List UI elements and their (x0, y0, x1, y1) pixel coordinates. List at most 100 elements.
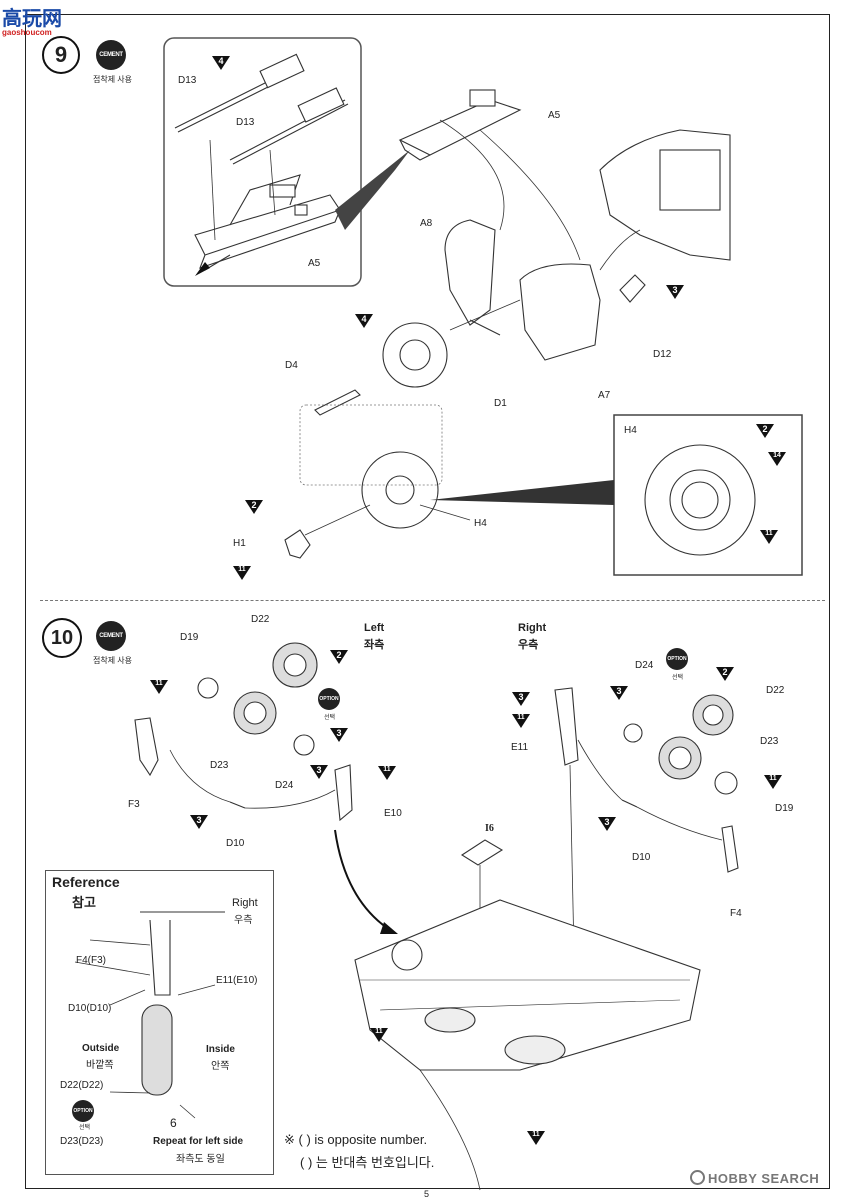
paint-mark-number: 4 (361, 314, 367, 324)
part-label: A5 (308, 258, 321, 269)
part-label: A8 (420, 218, 433, 229)
paint-mark-number: 2 (251, 500, 257, 510)
ref-outside-ko: 바깥쪽 (86, 1060, 114, 1071)
reference-title-en: Reference (52, 874, 120, 890)
step-10-number: 10 (42, 618, 82, 658)
step-10-drawing (74, 642, 739, 1191)
step-9-drawing (163, 37, 803, 576)
option-caption: 선택 (79, 1125, 91, 1131)
ref-d23d23: D23(D23) (60, 1136, 104, 1147)
paint-mark-number: 11 (532, 1131, 540, 1138)
note-line-1: ※ ( ) is opposite number. (284, 1132, 428, 1147)
step-9-number: 9 (42, 36, 80, 74)
paint-mark-number: 11 (769, 775, 777, 782)
part-label: D22 (766, 685, 785, 696)
hobbysearch-icon (690, 1170, 705, 1185)
option-caption: 선택 (672, 675, 684, 681)
option-caption: 선택 (324, 715, 336, 721)
paint-mark-number: 3 (196, 815, 202, 825)
paint-mark-number: 3 (518, 692, 524, 702)
ref-repeat-ko: 좌측도 동일 (176, 1154, 225, 1165)
left-label-ko: 좌측 (364, 639, 385, 651)
watermark-logo-text: 高玩网 (2, 6, 62, 30)
part-label: A5 (548, 110, 561, 121)
reference-title-ko: 참고 (72, 895, 96, 910)
part-label: D10 (632, 852, 651, 863)
page-number: 5 (424, 1189, 430, 1199)
paint-marks-step9 (212, 56, 786, 580)
part-label: D4 (285, 360, 298, 371)
paint-mark-number: 14 (773, 452, 781, 459)
cement-icon: CEMENT (96, 621, 126, 651)
page-bottom-border (25, 1188, 830, 1189)
part-label: F4 (730, 908, 742, 919)
paint-mark-number: 11 (765, 530, 773, 537)
paint-mark-number: 3 (604, 817, 610, 827)
cement-icon: CEMENT (96, 40, 126, 70)
cement-caption: 접착제 사용 (93, 75, 133, 84)
paint-mark-number: 11 (383, 766, 391, 773)
paint-mark-number: 3 (336, 728, 342, 738)
paint-mark-number: 11 (517, 714, 525, 721)
paint-mark-number: 11 (238, 566, 246, 573)
cement-caption: 접착제 사용 (93, 656, 133, 665)
part-label: H4 (624, 425, 637, 436)
note-line-2: ( ) 는 반대측 번호입니다. (300, 1155, 435, 1170)
footer-logo-text: HOBBY SEARCH (708, 1171, 820, 1186)
paint-mark-number: 3 (672, 285, 678, 295)
paint-mark-number: 2 (762, 424, 768, 434)
right-label-en: Right (518, 622, 547, 634)
option-icon: OPTION (318, 688, 340, 710)
part-label: D24 (275, 780, 294, 791)
paint-mark-number: 11 (155, 680, 163, 687)
part-label: A7 (598, 390, 611, 401)
section-divider (40, 600, 825, 601)
part-label: F3 (128, 799, 140, 810)
left-label-en: Left (364, 622, 385, 634)
ref-right-en: Right (232, 897, 258, 909)
paint-mark-number: 3 (616, 686, 622, 696)
part-label: I6 (485, 823, 494, 834)
paint-mark-number: 2 (722, 667, 728, 677)
part-label: D10 (226, 838, 245, 849)
ref-six: 6 (170, 1116, 177, 1130)
part-label: D13 (236, 117, 255, 128)
ref-d22d22: D22(D22) (60, 1080, 104, 1091)
reference-box (45, 870, 274, 1175)
paint-mark-number: 4 (218, 56, 224, 66)
ref-f4f3: F4(F3) (76, 955, 106, 966)
part-label: E10 (384, 808, 402, 819)
part-label: D12 (653, 349, 672, 360)
page-right-border (829, 14, 830, 1189)
part-label: E11 (511, 742, 529, 753)
part-label: D13 (178, 75, 197, 86)
ref-right-ko: 우측 (234, 915, 253, 926)
page-top-border (25, 14, 830, 15)
watermark-logo: 高玩网 gaoshoucom (2, 2, 62, 37)
ref-d10d10: D10(D10) (68, 1003, 112, 1014)
part-label: D19 (775, 803, 794, 814)
ref-outside-en: Outside (82, 1043, 120, 1054)
option-icon: OPTION (72, 1100, 94, 1122)
right-label-ko: 우측 (518, 639, 539, 651)
paint-mark-number: 11 (375, 1028, 383, 1035)
part-label: D1 (494, 398, 507, 409)
ref-e11e10: E11(E10) (216, 975, 258, 986)
ref-inside-ko: 안쪽 (211, 1061, 230, 1072)
footer-logo: HOBBY SEARCH (690, 1170, 819, 1186)
part-label: D19 (180, 632, 199, 643)
part-label: D23 (760, 736, 779, 747)
page-left-border (25, 14, 26, 1189)
paint-mark-number: 3 (316, 765, 322, 775)
part-label: D24 (635, 660, 654, 671)
option-icon: OPTION (666, 648, 688, 670)
part-label: D22 (251, 614, 270, 625)
part-label: D23 (210, 760, 229, 771)
ref-repeat-en: Repeat for left side (153, 1136, 244, 1147)
watermark-url: gaoshoucom (2, 28, 52, 37)
paint-mark-number: 2 (336, 650, 342, 660)
part-label: H4 (474, 518, 487, 529)
ref-inside-en: Inside (206, 1044, 235, 1055)
part-label: H1 (233, 538, 246, 549)
